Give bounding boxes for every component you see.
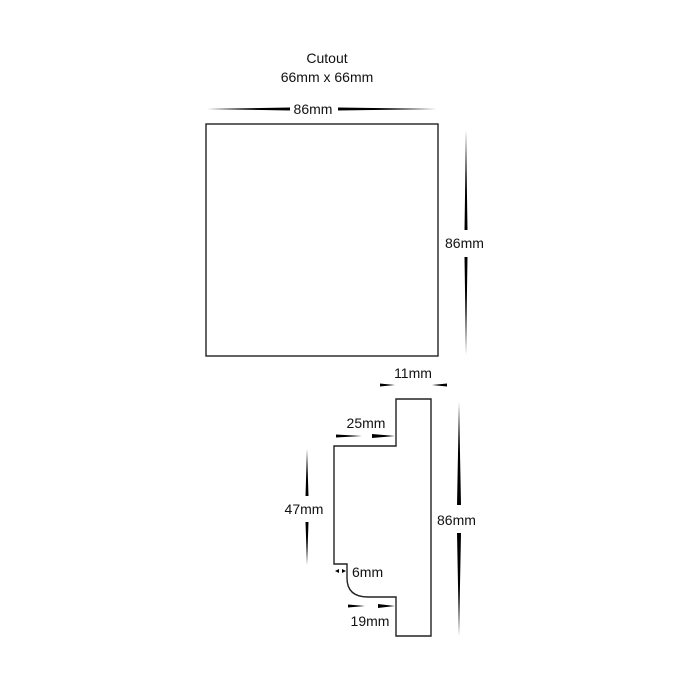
cutout-title: Cutout xyxy=(306,50,347,66)
dimension-arrow xyxy=(342,569,346,573)
dimension-arrow xyxy=(464,130,468,230)
dimension-arrow xyxy=(207,107,290,111)
dimension-arrow xyxy=(378,604,395,608)
dimension-arrow xyxy=(457,533,461,636)
dimension-arrow xyxy=(305,449,309,496)
front-view-outline xyxy=(205,123,439,357)
side-view-outline xyxy=(333,398,432,637)
dimension-arrow xyxy=(305,522,309,565)
dimension-arrow xyxy=(457,402,461,505)
dimension-arrow xyxy=(336,434,362,438)
cutout-size: 66mm x 66mm xyxy=(281,69,374,85)
dimension-arrow xyxy=(432,383,447,387)
recess-label: 6mm xyxy=(352,564,383,580)
top-depth-label: 11mm xyxy=(394,365,432,381)
dimension-arrow xyxy=(335,569,339,573)
step-depth-label: 25mm xyxy=(347,415,386,431)
dimension-arrow xyxy=(372,434,395,438)
front-height-label: 86mm xyxy=(445,235,484,251)
body-height-label: 47mm xyxy=(285,501,324,517)
dimension-arrow xyxy=(380,383,395,387)
dimension-arrow xyxy=(348,604,365,608)
overall-height-label: 86mm xyxy=(437,512,476,528)
front-width-label: 86mm xyxy=(294,101,333,117)
bottom-depth-label: 19mm xyxy=(351,613,390,629)
dimension-arrow xyxy=(464,257,468,355)
dimension-arrow xyxy=(338,107,437,111)
